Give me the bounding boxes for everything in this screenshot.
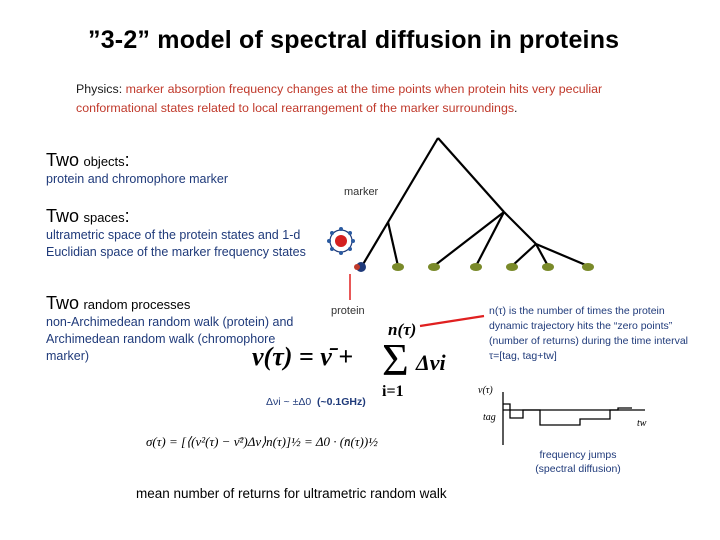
physics-end: . — [514, 101, 518, 115]
tree-branch — [433, 211, 505, 267]
section-colon: : — [124, 206, 130, 226]
nu-equation: ν(τ) = ν̄ + Σ Δνi n(τ) i=1 — [252, 320, 447, 400]
marker-chromophore-icon — [327, 227, 355, 255]
section-spaces: Two spaces: ultrametric space of the pro… — [46, 206, 306, 261]
returns-note: n(τ) is the number of times the protein … — [489, 305, 689, 362]
physics-paragraph: Physics: marker absorption frequency cha… — [76, 80, 686, 118]
section-heading: Two objects: — [46, 150, 316, 171]
tree-branch — [503, 211, 537, 245]
marker-label: marker — [344, 186, 379, 198]
section-desc: ultrametric space of the protein states … — [46, 228, 306, 259]
sigma-text: σ(τ) = [⟨(ν²(τ) − ν̄²)Δν⟩n(τ)]½ = Δ0 · (… — [146, 434, 378, 449]
n-tau-label: n(τ) — [388, 320, 416, 339]
page-title: ”3-2” model of spectral diffusion in pro… — [88, 26, 620, 54]
section-word: Two — [46, 293, 80, 313]
sum-term: Δνi — [415, 350, 447, 375]
section-word: Two — [46, 150, 80, 170]
physics-text: marker absorption frequency changes at t… — [76, 82, 603, 115]
protein-state-node-marker — [354, 264, 360, 270]
tree-branch — [361, 137, 439, 267]
tree-leaf — [470, 263, 482, 271]
section-desc: protein and chromophore marker — [46, 172, 229, 186]
frequency-jump-plot — [502, 392, 645, 445]
section-word: Two — [46, 206, 80, 226]
sigma-equation: σ(τ) = [⟨(ν²(τ) − ν̄²)Δν⟩n(τ)]½ = Δ0 · (… — [146, 434, 378, 449]
tree-leaf — [582, 263, 594, 271]
section-heading: Two spaces: — [46, 206, 306, 227]
tree-branch — [535, 242, 589, 268]
plot-tw-label: tw — [637, 418, 647, 429]
sum-lower-index: i=1 — [382, 383, 404, 400]
tree-branch — [511, 243, 537, 267]
physics-label: Physics: — [76, 82, 126, 96]
plot-trace — [503, 403, 632, 426]
tree-branch — [475, 211, 505, 267]
plot-ylabel: ν(τ) — [478, 385, 493, 396]
section-objects: Two objects: protein and chromophore mar… — [46, 150, 316, 188]
tree-leaf — [542, 263, 554, 271]
tree-branch — [535, 243, 549, 267]
tree-branch — [386, 221, 400, 267]
nu-lhs: ν(τ) = ν̄ + — [252, 342, 353, 371]
delta-nu-approx: (~0.1GHz) — [317, 396, 366, 408]
sum-symbol: Σ — [382, 334, 409, 385]
tree-leaves — [392, 263, 594, 271]
frequency-jumps-caption: frequency jumps (spectral diffusion) — [535, 449, 621, 475]
note-pointer — [419, 314, 485, 328]
ultrametric-tree — [361, 137, 589, 268]
mean-returns-caption: mean number of returns for ultrametric r… — [136, 486, 447, 501]
section-kind: random processes — [83, 297, 191, 312]
section-desc: non-Archimedean random walk (protein) an… — [46, 315, 294, 363]
tree-leaf — [428, 263, 440, 271]
section-kind: objects — [83, 154, 125, 169]
section-random-processes: Two random processes non-Archimedean ran… — [46, 293, 296, 365]
delta-nu-row: Δνi ~ ±Δ0 (~0.1GHz) — [266, 396, 366, 408]
section-heading: Two random processes — [46, 293, 296, 314]
plot-tag-label: tag — [483, 412, 496, 423]
delta-nu-text: Δνi ~ ±Δ0 — [266, 396, 312, 408]
section-colon: : — [124, 150, 130, 170]
tree-leaf — [392, 263, 404, 271]
tree-branch — [437, 137, 505, 213]
section-kind: spaces — [83, 210, 125, 225]
tree-leaf — [506, 263, 518, 271]
protein-label: protein — [331, 305, 365, 317]
